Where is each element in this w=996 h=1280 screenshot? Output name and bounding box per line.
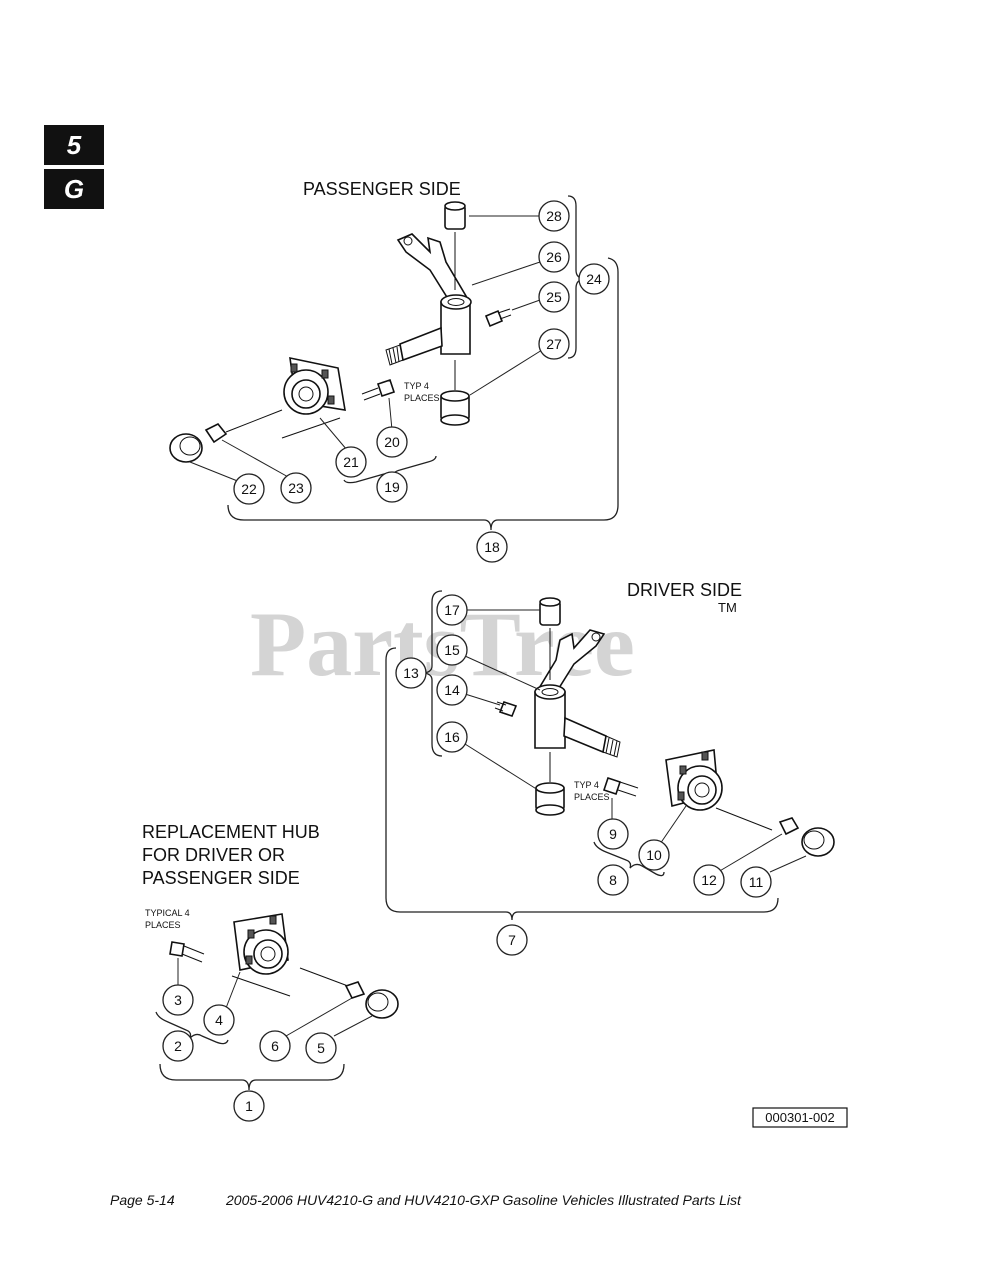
callout-5: 5	[305, 1032, 337, 1064]
svg-text:6: 6	[271, 1038, 279, 1054]
driver-note-line1: TYP 4	[574, 780, 599, 790]
brace-7	[385, 647, 779, 921]
callout-18: 18	[476, 531, 508, 563]
svg-text:26: 26	[546, 249, 562, 265]
passenger-note-line1: TYP 4	[404, 381, 429, 391]
driver-note-line2: PLACES	[574, 792, 610, 802]
svg-text:20: 20	[384, 434, 400, 450]
svg-text:9: 9	[609, 826, 617, 842]
svg-text:19: 19	[384, 479, 400, 495]
callout-8: 8	[597, 864, 629, 896]
callout-2: 2	[162, 1030, 194, 1062]
svg-text:13: 13	[403, 665, 419, 681]
callout-19: 19	[376, 471, 408, 503]
svg-text:12: 12	[701, 872, 717, 888]
svg-text:7: 7	[508, 932, 516, 948]
callout-3: 3	[162, 984, 194, 1016]
passenger-side-title: PASSENGER SIDE	[303, 179, 461, 199]
replacement-note-line1: TYPICAL 4	[145, 908, 190, 918]
callout-27: 27	[538, 328, 570, 360]
replacement-title-line3: PASSENGER SIDE	[142, 868, 300, 888]
callout-20: 20	[376, 426, 408, 458]
svg-text:18: 18	[484, 539, 500, 555]
brace-8	[593, 841, 665, 877]
svg-text:22: 22	[241, 481, 257, 497]
svg-text:5: 5	[317, 1040, 325, 1056]
svg-text:1: 1	[245, 1098, 253, 1114]
callout-14: 14	[436, 674, 468, 706]
svg-text:11: 11	[749, 874, 764, 890]
callout-28: 28	[538, 200, 570, 232]
footer-page-number: Page 5-14	[110, 1192, 175, 1208]
callout-10: 10	[638, 839, 670, 871]
svg-text:28: 28	[546, 208, 562, 224]
svg-text:4: 4	[215, 1012, 223, 1028]
callout-7: 7	[496, 924, 528, 956]
callout-13: 13	[395, 657, 427, 689]
passenger-spindle-assembly	[169, 201, 512, 463]
svg-text:000301-002: 000301-002	[765, 1110, 834, 1125]
callout-16: 16	[436, 721, 468, 753]
subsection-tab: G	[44, 169, 104, 209]
callout-17: 17	[436, 594, 468, 626]
svg-text:15: 15	[444, 642, 460, 658]
replacement-hub-assembly	[169, 913, 399, 1019]
callout-15: 15	[436, 634, 468, 666]
callout-11: 11	[740, 866, 772, 898]
svg-text:14: 14	[444, 682, 460, 698]
callout-6: 6	[259, 1030, 291, 1062]
svg-text:24: 24	[586, 271, 602, 287]
callout-24: 24	[578, 263, 610, 295]
driver-spindle-assembly	[494, 597, 835, 857]
svg-text:27: 27	[546, 336, 562, 352]
footer-document-title: 2005-2006 HUV4210-G and HUV4210-GXP Gaso…	[226, 1192, 741, 1208]
brace-18	[227, 257, 619, 531]
brace-1	[159, 1063, 345, 1091]
watermark-tm: TM	[718, 600, 737, 615]
svg-text:8: 8	[609, 872, 617, 888]
svg-text:23: 23	[288, 480, 304, 496]
passenger-note-line2: PLACES	[404, 393, 440, 403]
driver-side-title: DRIVER SIDE	[627, 580, 742, 600]
replacement-title-line1: REPLACEMENT HUB	[142, 822, 320, 842]
svg-text:3: 3	[174, 992, 182, 1008]
callout-21: 21	[335, 446, 367, 478]
svg-text:16: 16	[444, 729, 460, 745]
svg-text:25: 25	[546, 289, 562, 305]
callout-26: 26	[538, 241, 570, 273]
callout-12: 12	[693, 864, 725, 896]
callout-23: 23	[280, 472, 312, 504]
callout-25: 25	[538, 281, 570, 313]
callout-9: 9	[597, 818, 629, 850]
section-tab: 5	[44, 125, 104, 165]
svg-text:2: 2	[174, 1038, 182, 1054]
replacement-note-line2: PLACES	[145, 920, 181, 930]
figure-reference: 000301-002	[752, 1107, 848, 1128]
replacement-title-line2: FOR DRIVER OR	[142, 845, 285, 865]
callout-4: 4	[203, 1004, 235, 1036]
callout-1: 1	[233, 1090, 265, 1122]
callout-22: 22	[233, 473, 265, 505]
svg-text:10: 10	[646, 847, 662, 863]
svg-text:17: 17	[444, 602, 460, 618]
svg-text:21: 21	[343, 454, 359, 470]
